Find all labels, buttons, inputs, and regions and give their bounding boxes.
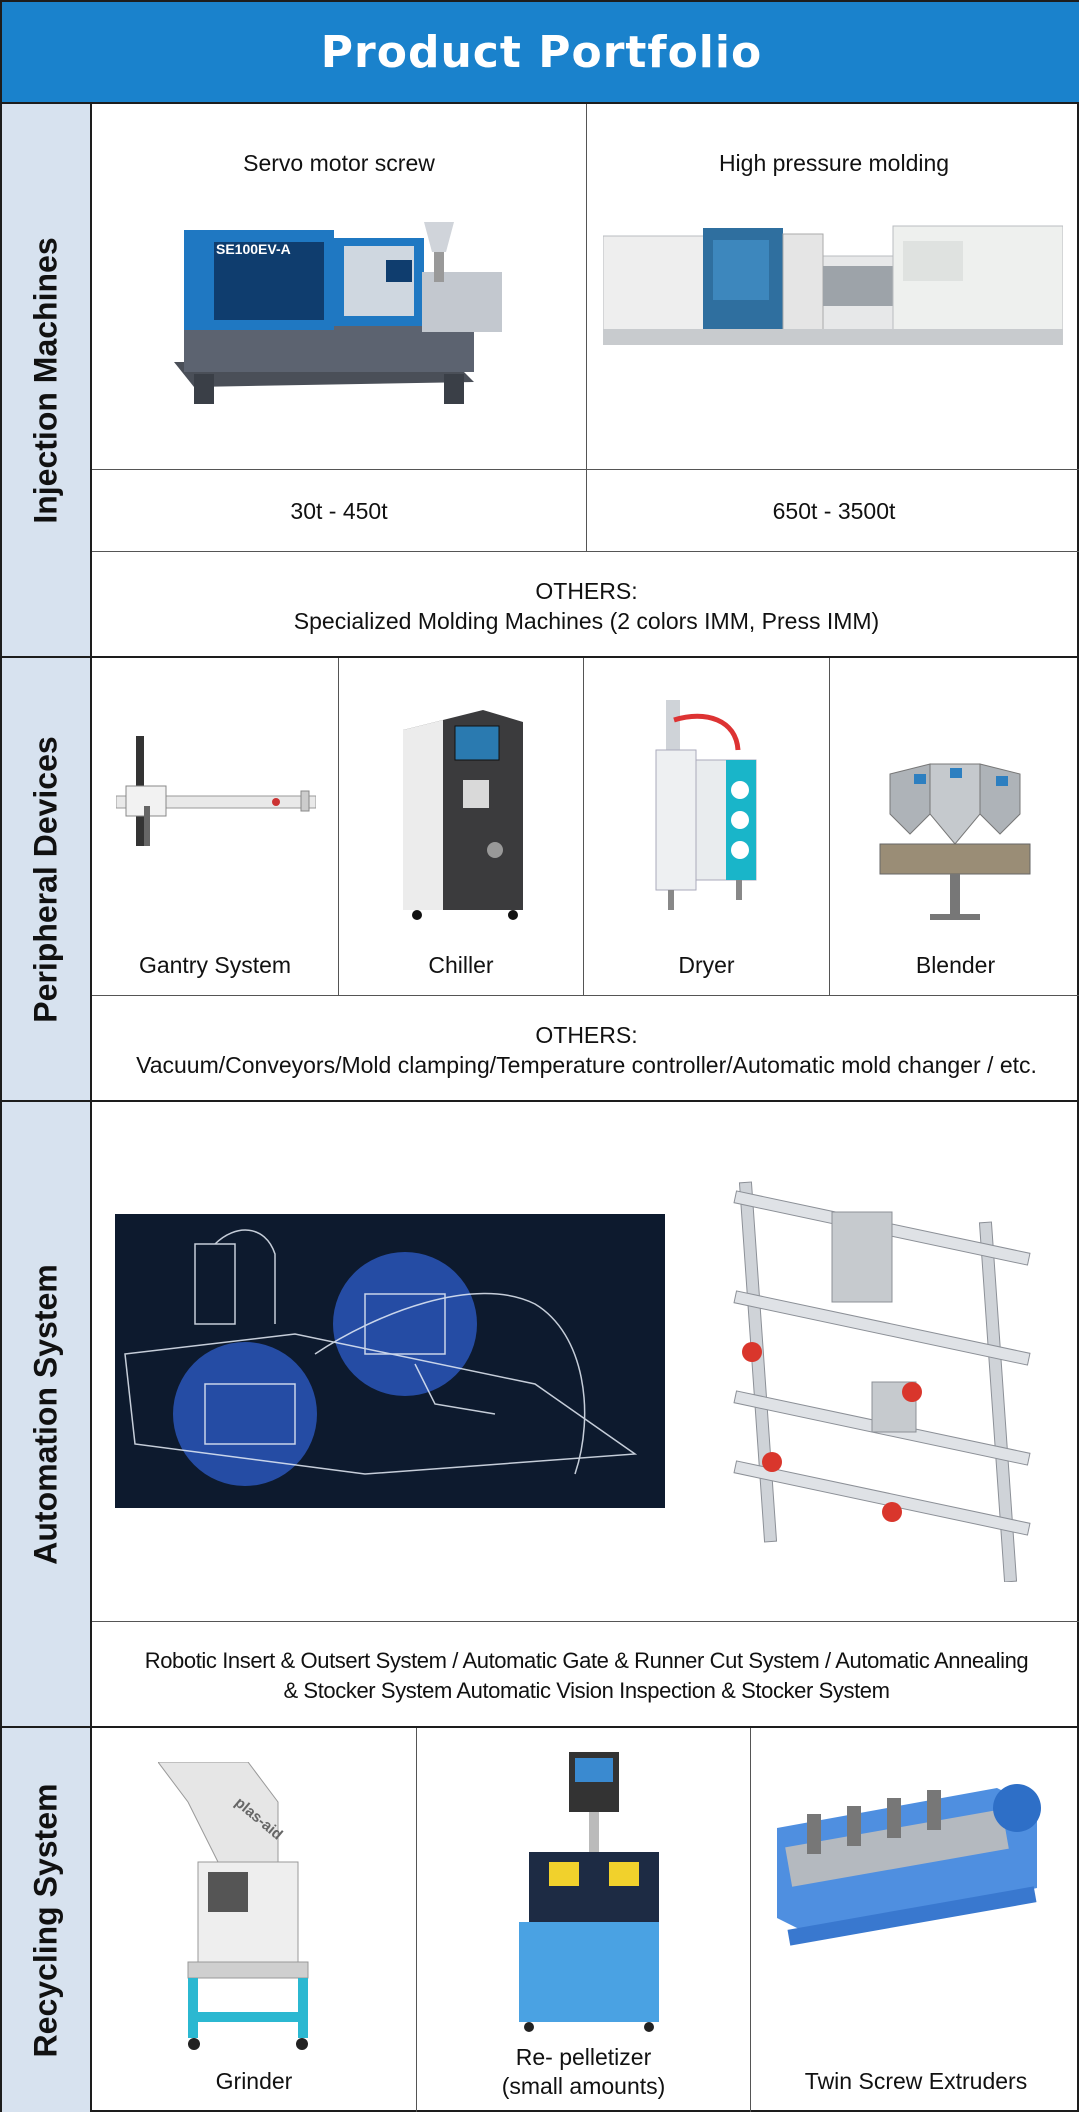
portfolio-header: Product Portfolio (2, 2, 1079, 104)
section-label-injection: Injection Machines (2, 104, 92, 656)
range-high-pressure: 650t - 3500t (772, 498, 896, 524)
peripheral-others-title: OTHERS: (535, 1022, 638, 1048)
injection-others: OTHERS: Specialized Molding Machines (2 … (92, 552, 1079, 658)
dryer-label: Dryer (678, 952, 735, 978)
high-pressure-machine-image (603, 225, 1063, 345)
re-pelletizer-sublabel: (small amounts) (501, 2073, 666, 2099)
robot-wireframe-image (115, 1214, 665, 1508)
injection-others-title: OTHERS: (535, 578, 638, 604)
page-title: Product Portfolio (320, 26, 763, 78)
cell-blender: Blender (830, 658, 1079, 996)
section-label-recycling: Recycling System (2, 1728, 92, 2112)
automation-description: Robotic Insert & Outsert System / Automa… (92, 1622, 1079, 1728)
section-label-peripheral: Peripheral Devices (2, 658, 92, 1100)
high-pressure-molding-title: High pressure molding (718, 150, 950, 176)
cell-chiller: Chiller (339, 658, 584, 996)
svg-text:SE100EV-A: SE100EV-A (216, 241, 291, 257)
cell-twin-screw-extruders: Twin Screw Extruders (751, 1728, 1079, 2112)
gantry-system-label: Gantry System (138, 952, 292, 978)
grinder-image: plas-aid (158, 1762, 309, 2050)
section-label-automation: Automation System (2, 1102, 92, 1726)
section-peripheral-devices: Peripheral Devices Gantry System (2, 658, 1079, 1102)
blender-label: Blender (915, 952, 996, 978)
cell-range-high-pressure: 650t - 3500t (587, 470, 1079, 552)
chiller-image (403, 710, 523, 920)
re-pelletizer-image (519, 1752, 659, 2032)
cell-dryer: Dryer (584, 658, 830, 996)
grinder-label: Grinder (215, 2068, 293, 2094)
cell-gantry-system: Gantry System (92, 658, 339, 996)
automation-description-line2: & Stocker System Automatic Vision Inspec… (283, 1678, 890, 1703)
peripheral-others: OTHERS: Vacuum/Conveyors/Mold clamping/T… (92, 996, 1079, 1102)
re-pelletizer-label: Re- pelletizer (515, 2044, 652, 2070)
cell-re-pelletizer: Re- pelletizer (small amounts) (417, 1728, 751, 2112)
dryer-image (655, 700, 757, 910)
blender-image (879, 763, 1031, 920)
cell-range-servo: 30t - 450t (92, 470, 587, 552)
cell-automation-images (92, 1102, 1079, 1622)
servo-motor-screw-title: Servo motor screw (243, 150, 435, 176)
injection-others-text: Specialized Molding Machines (2 colors I… (293, 608, 880, 634)
section-automation-system: Automation System (2, 1102, 1079, 1728)
gantry-system-image (116, 736, 316, 846)
range-servo: 30t - 450t (290, 498, 388, 524)
automation-description-line1: Robotic Insert & Outsert System / Automa… (144, 1648, 1029, 1673)
cell-high-pressure-molding: High pressure molding (587, 104, 1079, 470)
chiller-label: Chiller (428, 952, 494, 978)
cell-servo-motor-screw: Servo motor screw SE100EV-A (92, 104, 587, 470)
section-recycling-system: Recycling System plas-aid Grinder (2, 1728, 1079, 2112)
servo-injection-machine-image: SE100EV-A (174, 222, 502, 404)
twin-screw-extruders-label: Twin Screw Extruders (804, 2068, 1028, 2094)
peripheral-others-text: Vacuum/Conveyors/Mold clamping/Temperatu… (136, 1052, 1037, 1078)
gripper-tool-image (733, 1181, 1031, 1582)
twin-screw-extruder-image (777, 1784, 1041, 1946)
section-injection-machines: Injection Machines Servo motor screw SE1… (2, 104, 1079, 658)
cell-grinder: plas-aid Grinder (92, 1728, 417, 2112)
